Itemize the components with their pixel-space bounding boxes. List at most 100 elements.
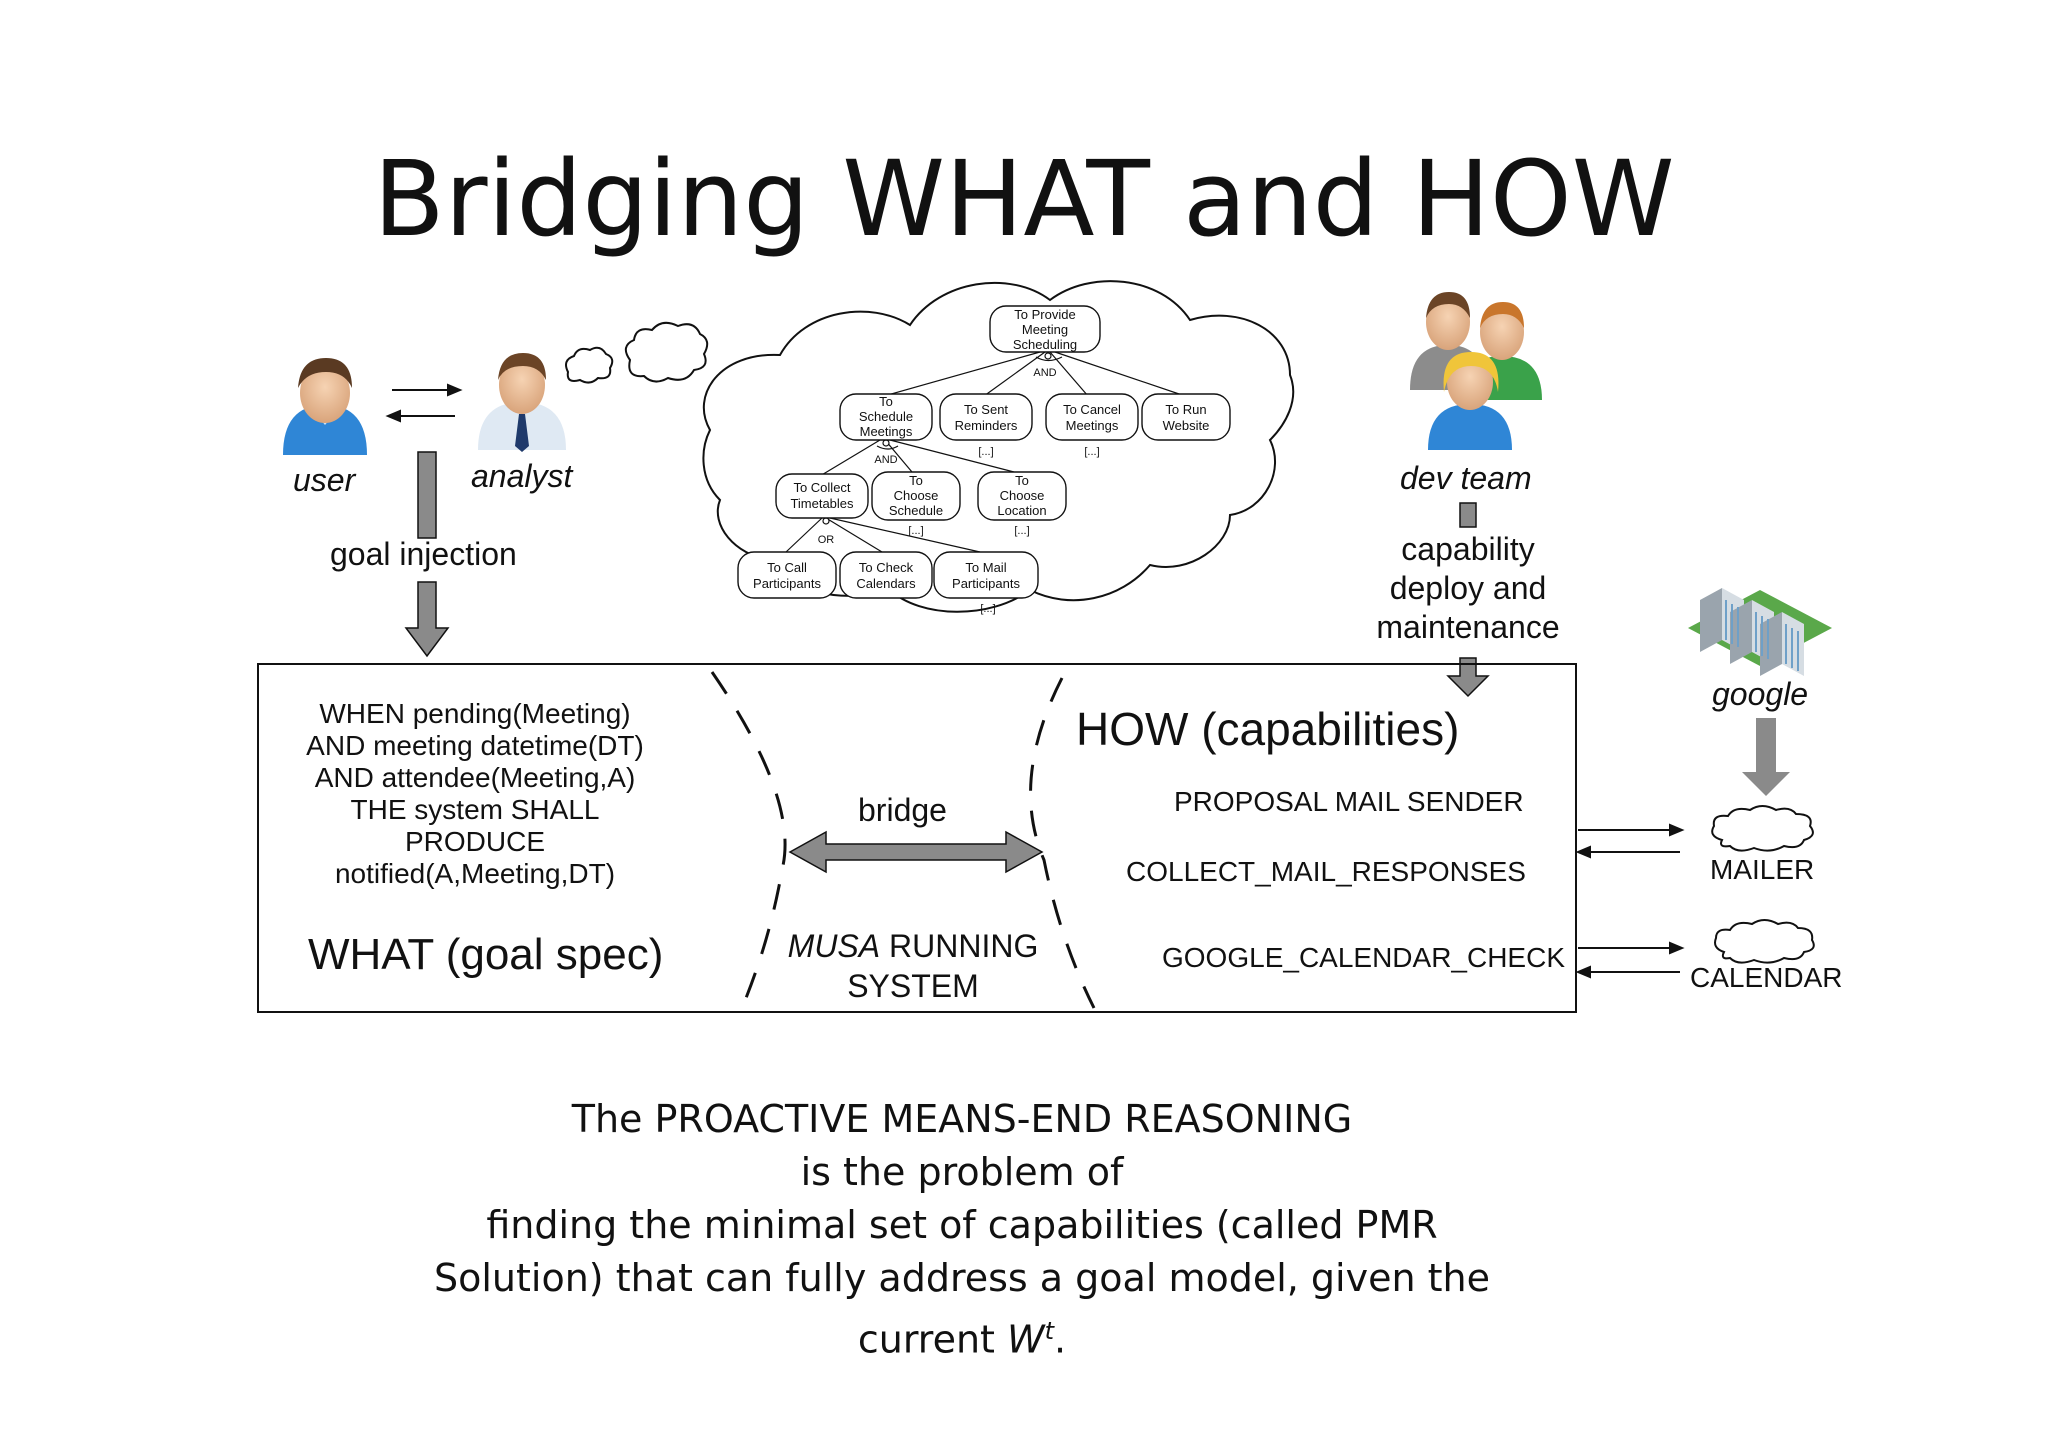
l3-0-line-1: To Call [767,560,807,575]
google-arrow [1742,718,1790,796]
l2-2-more: [...] [1014,525,1029,537]
spec-line-6: notified(A,Meeting,DT) [334,858,616,889]
goal-node-run-website [1141,393,1231,441]
spec-line-1: WHEN pending(Meeting) [319,698,631,729]
l2-1-line-1: To [909,473,923,488]
capability-item: PROPOSAL MAIL SENDER [1174,786,1524,817]
l1-1-line-2: Reminders [955,418,1018,433]
root-line-2: Meeting [1022,322,1068,337]
l1-0-line-1: To [879,394,893,409]
goal-node-choose-location [977,471,1067,521]
capability-item: GOOGLE_CALENDAR_CHECK [1162,942,1566,973]
goal-node-choose-schedule [871,471,961,521]
analyst-icon [478,353,566,452]
and-mid-label: AND [874,454,897,466]
gray-arrows [404,451,1490,698]
goal-node-texts: To Provide Meeting Scheduling AND To Sch… [753,307,1209,615]
capability-deploy-line-1: capability [1401,531,1535,567]
goal-node-collect [775,473,869,519]
main-box [257,663,1577,1013]
goal-node-sent-reminders [939,393,1033,441]
user-icon [283,358,367,455]
capability-deploy-line-3: maintenance [1376,609,1560,645]
spec-line-3: AND attendee(Meeting,A) [314,762,636,793]
l1-2-line-2: Meetings [1066,418,1119,433]
goal-nodes [737,305,1231,599]
l3-2-line-1: To Mail [965,560,1006,575]
l3-2-more: [...] [980,603,995,615]
goal-spec-text: WHEN pending(Meeting) AND meeting dateti… [260,698,690,890]
goal-node-root [989,305,1101,353]
thought-bubble-icon [565,321,709,384]
footer-text: The PROACTIVE MEANS-END REASONING is the… [0,1093,1924,1367]
l1-2-line-1: To Cancel [1063,402,1121,417]
goal-node-check [839,551,933,599]
google-building-icon [1688,588,1832,676]
capability-item: COLLECT_MAIL_RESPONSES [1126,856,1526,887]
footer-line-4: Solution) that can fully address a goal … [433,1256,1491,1300]
l2-1-line-2: Choose [894,488,939,503]
l3-1-line-1: To Check [859,560,914,575]
root-line-1: To Provide [1014,307,1075,322]
l1-3-line-1: To Run [1165,402,1206,417]
goal-node-mail [933,551,1039,599]
service-arrows [1575,823,1685,979]
analyst-label: analyst [471,458,573,494]
capability-deploy-line-2: deploy and [1389,570,1547,606]
musa-label: MUSA [787,928,881,964]
spec-line-2: AND meeting datetime(DT) [306,730,644,761]
dev-team-icon [1410,292,1542,450]
footer-line-1: The PROACTIVE MEANS-END REASONING [571,1097,1353,1141]
spec-line-5: PRODUCE [404,826,545,857]
goal-node-schedule [839,393,933,441]
musa-running-system-label: MUSA RUNNING SYSTEM [780,926,1046,1006]
spec-line-4: THE system SHALL [350,794,600,825]
l2-0-line-2: Timetables [790,496,854,511]
google-label: google [1712,676,1809,712]
world-state-superscript: t [1044,1317,1055,1345]
l1-1-more: [...] [978,446,993,458]
running-label: RUNNING [880,928,1039,964]
l2-2-line-3: Location [997,503,1046,518]
user-analyst-arrows [385,383,463,423]
goal-injection-label: goal injection [330,536,517,572]
l2-1-line-3: Schedule [889,503,943,518]
dev-team-label: dev team [1400,460,1532,496]
l1-1-line-1: To Sent [964,402,1008,417]
footer-line-5: current Wt. [857,1317,1067,1362]
mailer-label: MAILER [1710,854,1815,885]
bridge-label: bridge [858,792,947,828]
l1-3-line-2: Website [1163,418,1210,433]
or-low-label: OR [818,534,835,546]
l3-1-line-2: Calendars [856,576,916,591]
page-title: Bridging WHAT and HOW [373,138,1675,260]
bridge-dashed-curves [710,671,1096,1009]
capability-deploy-label: capability deploy and maintenance [1368,530,1568,647]
goal-model-links [785,351,1186,553]
world-state-symbol: W [1007,1317,1045,1362]
root-line-3: Scheduling [1013,337,1077,352]
what-label: WHAT (goal spec) [308,930,664,979]
bridge-double-arrow [788,830,1044,874]
l3-2-line-2: Participants [952,576,1020,591]
l2-0-line-1: To Collect [793,480,850,495]
l2-1-more: [...] [908,525,923,537]
goal-node-call [737,551,837,599]
l1-0-line-2: Schedule [859,409,913,424]
l3-0-line-2: Participants [753,576,821,591]
goal-model-decomp-marks [822,352,1052,525]
l1-0-line-3: Meetings [860,424,913,439]
and-top-label: AND [1033,367,1056,379]
user-label: user [293,462,356,498]
calendar-label: CALENDAR [1690,962,1843,993]
goal-node-cancel [1045,393,1139,441]
l2-2-line-1: To [1015,473,1029,488]
how-title: HOW (capabilities) [1076,703,1460,755]
system-label: SYSTEM [847,968,979,1004]
footer-line-3: finding the minimal set of capabilities … [486,1203,1438,1247]
cloud-icon [1711,805,1815,964]
footer-line-2: is the problem of [800,1150,1124,1194]
l2-2-line-2: Choose [1000,488,1045,503]
l1-2-more: [...] [1084,446,1099,458]
